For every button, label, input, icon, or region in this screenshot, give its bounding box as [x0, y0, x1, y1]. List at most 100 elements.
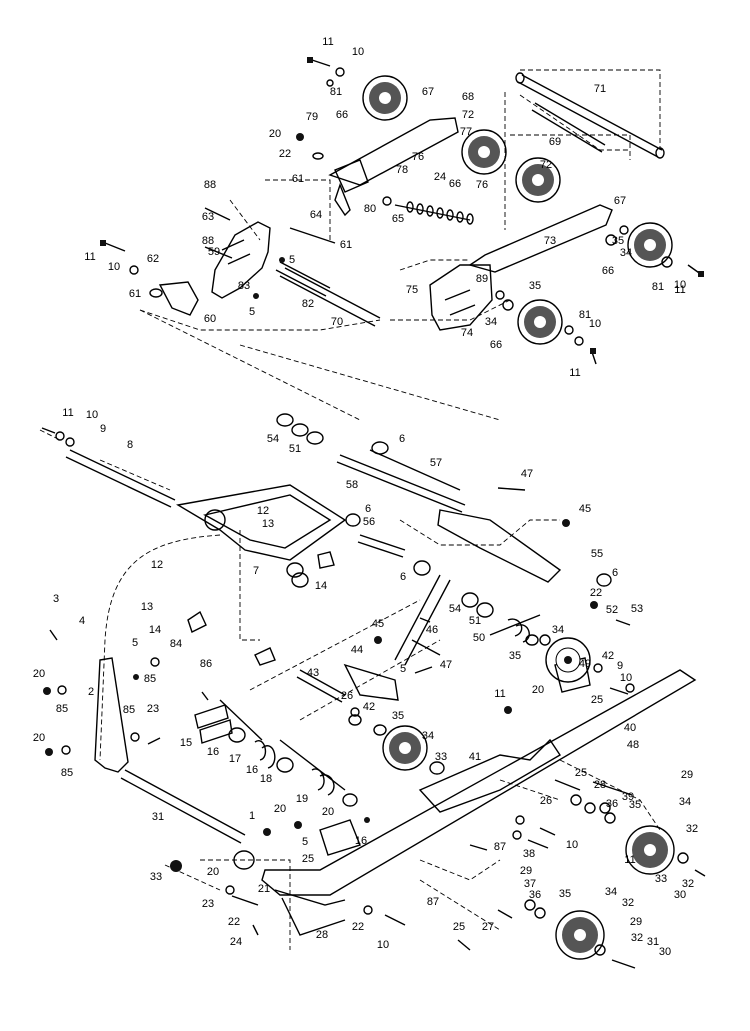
- part-callout-80: 80: [364, 203, 376, 215]
- part-callout-87: 87: [494, 841, 506, 853]
- part-callout-51: 51: [469, 615, 481, 627]
- part-callout-68: 68: [462, 91, 474, 103]
- part-callout-20: 20: [322, 806, 334, 818]
- part-callout-32: 32: [631, 932, 643, 944]
- part-callout-40: 40: [624, 722, 636, 734]
- part-callout-87: 87: [427, 896, 439, 908]
- part-callout-81: 81: [652, 281, 664, 293]
- part-callout-69: 69: [549, 136, 561, 148]
- part-callout-35: 35: [612, 235, 624, 247]
- part-callout-38: 38: [523, 848, 535, 860]
- part-callout-88: 88: [204, 179, 216, 191]
- part-callout-20: 20: [33, 732, 45, 744]
- part-callout-16: 16: [207, 746, 219, 758]
- part-callout-26: 26: [540, 795, 552, 807]
- part-callout-73: 73: [544, 235, 556, 247]
- part-callout-67: 67: [614, 195, 626, 207]
- part-callout-25: 25: [302, 853, 314, 865]
- part-callout-76: 76: [476, 179, 488, 191]
- part-callout-10: 10: [352, 46, 364, 58]
- part-callout-45: 45: [372, 618, 384, 630]
- part-callout-8: 8: [127, 439, 133, 451]
- part-callout-71: 71: [594, 83, 606, 95]
- part-callout-32: 32: [686, 823, 698, 835]
- part-callout-31: 31: [152, 811, 164, 823]
- wheel-66-bottom: [517, 299, 563, 345]
- part-callout-5: 5: [302, 836, 308, 848]
- part-callout-55: 55: [591, 548, 603, 560]
- part-callout-19: 19: [296, 793, 308, 805]
- part-callout-84: 84: [170, 638, 182, 650]
- part-callout-64: 64: [310, 209, 322, 221]
- part-callout-32: 32: [622, 897, 634, 909]
- part-callout-11: 11: [569, 367, 580, 379]
- part-callout-89: 89: [476, 273, 488, 285]
- part-callout-35: 35: [392, 710, 404, 722]
- part-callout-35: 35: [509, 650, 521, 662]
- part-callout-57: 57: [430, 457, 442, 469]
- part-callout-34: 34: [552, 624, 564, 636]
- part-callout-79: 79: [306, 111, 318, 123]
- part-callout-66: 66: [336, 109, 348, 121]
- part-callout-6: 6: [400, 571, 406, 583]
- part-callout-43: 43: [307, 667, 319, 679]
- part-callout-31: 31: [647, 936, 659, 948]
- part-callout-30: 30: [659, 946, 671, 958]
- part-callout-11: 11: [322, 36, 333, 48]
- part-callout-66: 66: [602, 265, 614, 277]
- part-callout-22: 22: [590, 587, 602, 599]
- part-callout-20: 20: [274, 803, 286, 815]
- part-callout-11: 11: [84, 251, 95, 263]
- part-callout-60: 60: [204, 313, 216, 325]
- lower-assembly: [39, 413, 706, 969]
- wheel-66-top: [362, 75, 408, 121]
- part-callout-15: 15: [180, 737, 192, 749]
- part-callout-10: 10: [86, 409, 98, 421]
- part-callout-3: 3: [53, 593, 59, 605]
- part-callout-66: 66: [490, 339, 502, 351]
- part-callout-28: 28: [594, 779, 606, 791]
- part-callout-66: 66: [449, 178, 461, 190]
- part-callout-53: 53: [631, 603, 643, 615]
- part-callout-9: 9: [100, 423, 106, 435]
- part-callout-30: 30: [674, 889, 686, 901]
- part-callout-33: 33: [150, 871, 162, 883]
- part-callout-76: 76: [412, 151, 424, 163]
- part-callout-34: 34: [485, 316, 497, 328]
- part-callout-45: 45: [579, 503, 591, 515]
- part-callout-12: 12: [151, 559, 163, 571]
- part-callout-13: 13: [262, 518, 274, 530]
- part-callout-13: 13: [141, 601, 153, 613]
- part-callout-20: 20: [207, 866, 219, 878]
- part-callout-11: 11: [62, 407, 73, 419]
- part-callout-39: 39: [622, 791, 634, 803]
- part-callout-7: 7: [253, 565, 259, 577]
- part-callout-54: 54: [449, 603, 461, 615]
- part-callout-41: 41: [469, 751, 481, 763]
- wheel-49: [545, 637, 591, 683]
- part-callout-14: 14: [149, 624, 161, 636]
- part-callout-24: 24: [434, 171, 446, 183]
- part-callout-2: 2: [88, 686, 94, 698]
- part-callout-23: 23: [202, 898, 214, 910]
- part-callout-42: 42: [363, 701, 375, 713]
- part-callout-24: 24: [230, 936, 242, 948]
- part-callout-85: 85: [144, 673, 156, 685]
- part-callout-11: 11: [624, 854, 635, 866]
- part-callout-4: 4: [79, 615, 85, 627]
- upper-assembly: [100, 57, 704, 421]
- part-callout-20: 20: [33, 668, 45, 680]
- part-callout-35: 35: [559, 888, 571, 900]
- part-callout-88: 88: [202, 235, 214, 247]
- part-callout-27: 27: [482, 921, 494, 933]
- part-callout-47: 47: [440, 659, 452, 671]
- part-callout-11: 11: [674, 284, 685, 296]
- part-callout-50: 50: [473, 632, 485, 644]
- part-callout-51: 51: [289, 443, 301, 455]
- part-callout-28: 28: [316, 929, 328, 941]
- part-callout-18: 18: [260, 773, 272, 785]
- part-callout-67: 67: [422, 86, 434, 98]
